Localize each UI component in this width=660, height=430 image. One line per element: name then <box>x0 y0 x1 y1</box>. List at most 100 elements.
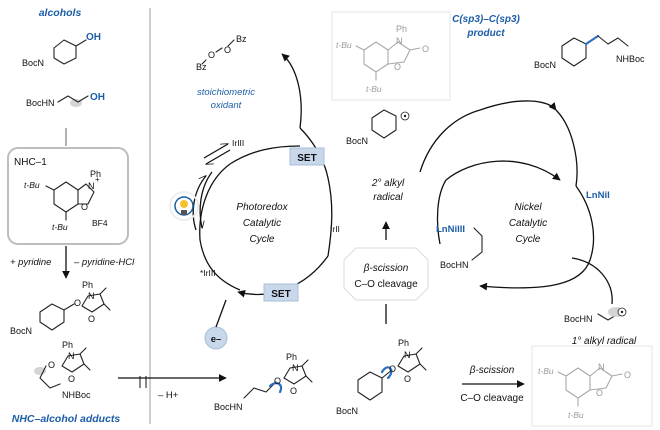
byproduct-bottom: N O O t-Bu t-Bu <box>531 345 653 427</box>
base-left: + pyridine <box>10 257 51 268</box>
byp-bot-n: N <box>598 362 605 372</box>
adduct4-ph: Ph <box>398 338 409 348</box>
scission-line-2: C–O cleavage <box>354 279 418 290</box>
product-label-1: C(sp3)–C(sp3) <box>452 14 520 25</box>
nickel-cycle-2: Catalytic <box>509 218 547 229</box>
bottom-scission-1: β-scission <box>469 365 515 376</box>
photoredox-cycle-2: Catalytic <box>243 218 281 229</box>
adduct1-bocn: BocN <box>10 326 32 336</box>
adduct-ethanolamine: O Ph N O NHBoc <box>34 340 91 400</box>
byp-bot-tbu1: t-Bu <box>538 366 554 376</box>
primary-radical: BocHN 1° alkyl radical <box>564 307 637 347</box>
base-right: – pyridine-HCl <box>73 257 135 268</box>
byp-top-tbu1: t-Bu <box>336 40 352 50</box>
set-bottom-label: SET <box>271 289 290 300</box>
radical2-bocn: BocN <box>346 136 368 146</box>
lnni-i: LnNiI <box>586 190 610 201</box>
nhc-ph: Ph <box>90 169 101 179</box>
radical2-label-2: radical <box>373 192 403 203</box>
photoredox-cycle-3: Cycle <box>249 234 274 245</box>
adduct2-n: N <box>68 351 75 361</box>
byp-top-n: N <box>396 36 403 46</box>
nhc-box: NHC–1 Ph N + O t-Bu t-Bu BF4 <box>7 147 129 245</box>
adduct1-o: O <box>74 298 81 308</box>
radical2-label-1: 2° alkyl <box>371 178 405 189</box>
oxidant-bz2: Bz <box>196 62 207 72</box>
bottom-scission-2: C–O cleavage <box>460 393 524 404</box>
byp-top-ph: Ph <box>396 24 407 34</box>
adduct1-ph: Ph <box>82 280 93 290</box>
nhc-title: NHC–1 <box>14 157 47 168</box>
nickel-cycle-3: Cycle <box>515 234 540 245</box>
oxidant-o2: O <box>208 50 215 60</box>
product-nhboc: NHBoc <box>616 54 645 64</box>
oxidant-bz1: Bz <box>236 34 247 44</box>
radical1-bochn: BocHN <box>564 314 593 324</box>
nickel-cycle-1: Nickel <box>514 202 542 213</box>
oh-label-2: OH <box>90 92 105 103</box>
alcohols-title: alcohols <box>39 7 82 19</box>
adduct2-o: O <box>48 360 55 370</box>
nhc-tbu-top: t-Bu <box>24 180 40 190</box>
coupled-product: BocN NHBoc <box>534 34 645 70</box>
nhc-tbu-bottom: t-Bu <box>52 222 68 232</box>
byproduct-top: Ph N O O t-Bu t-Bu <box>331 11 451 101</box>
adduct3-ph: Ph <box>286 352 297 362</box>
minus-h: – H+ <box>158 390 179 401</box>
nhc-o: O <box>81 202 88 212</box>
bochn-label: BocHN <box>26 98 55 108</box>
ir-iii: IrIII <box>232 138 244 148</box>
set-top-badge: SET <box>289 147 325 166</box>
middle-column: Ph N O O t-Bu t-Bu BocN 2° alkyl radical… <box>214 11 451 416</box>
ir-ii: IrII <box>330 224 340 234</box>
adducts-caption: NHC–alcohol adducts <box>12 413 121 425</box>
electron-label: e– <box>211 334 222 345</box>
adduct-ethanolamine-activated: BocHN O Ph N O <box>214 352 313 412</box>
photoredox-cycle: Bz O O Bz stoichiometric oxidant IrIII I… <box>169 34 340 350</box>
adduct2-nhboc: NHBoc <box>62 390 91 400</box>
secondary-radical: BocN 2° alkyl radical <box>346 109 410 203</box>
byp-bot-tbu2: t-Bu <box>568 410 584 420</box>
adduct4-n: N <box>404 350 411 360</box>
adduct2-ph: Ph <box>62 340 73 350</box>
byp-top-tbu2: t-Bu <box>366 84 382 94</box>
adduct-piperidine-activated: BocN O Ph N O <box>336 338 427 416</box>
adduct3-bochn: BocHN <box>214 402 243 412</box>
set-top-label: SET <box>297 153 316 164</box>
nickel-cycle: C(sp3)–C(sp3) product BocN NHBoc LnNiI L… <box>419 14 653 427</box>
byp-bot-o: O <box>596 388 603 398</box>
bocn-label: BocN <box>22 58 44 68</box>
scission-line-1: β-scission <box>363 263 409 274</box>
product-label-2: product <box>466 28 505 39</box>
oh-label: OH <box>86 32 101 43</box>
scission-box: β-scission C–O cleavage <box>343 247 429 301</box>
byp-top-o: O <box>394 62 401 72</box>
byp-bot-eqo: O <box>624 370 631 380</box>
nhc-plus: + <box>95 175 100 184</box>
adduct-piperidine: BocN O Ph N O <box>10 280 111 336</box>
lnni-iii: LnNiIII <box>436 224 465 235</box>
adduct4-o2: O <box>404 374 411 384</box>
adduct1-o2: O <box>88 314 95 324</box>
product-bocn: BocN <box>534 60 556 70</box>
radical1-label: 1° alkyl radical <box>572 336 637 347</box>
electron-badge: e– <box>204 299 228 350</box>
byp-top-eqo: O <box>422 44 429 54</box>
oxidant-label-1: stoichiometric <box>197 87 255 98</box>
photoredox-cycle-1: Photoredox <box>236 202 288 213</box>
adduct4-bocn: BocN <box>336 406 358 416</box>
nhc-bf4: BF4 <box>92 218 108 228</box>
oxidant-label-2: oxidant <box>211 100 242 111</box>
adduct1-n: N <box>88 291 95 301</box>
light-bulb-icon <box>169 191 199 221</box>
adduct4-o: O <box>389 364 396 374</box>
left-panel: alcohols OH BocN BocHN OH NHC–1 Ph N + <box>7 7 135 425</box>
set-bottom-badge: SET <box>263 283 299 302</box>
adduct3-n: N <box>292 363 299 373</box>
nickel-bochn: BocHN <box>440 260 469 270</box>
adduct3-o: O <box>274 376 281 386</box>
oxidant-o1: O <box>224 45 231 55</box>
nhc-n: N <box>88 181 95 191</box>
alcohol-piperidinol: OH BocN <box>22 32 101 68</box>
ir-iii-excited: *IrIII <box>200 268 216 278</box>
